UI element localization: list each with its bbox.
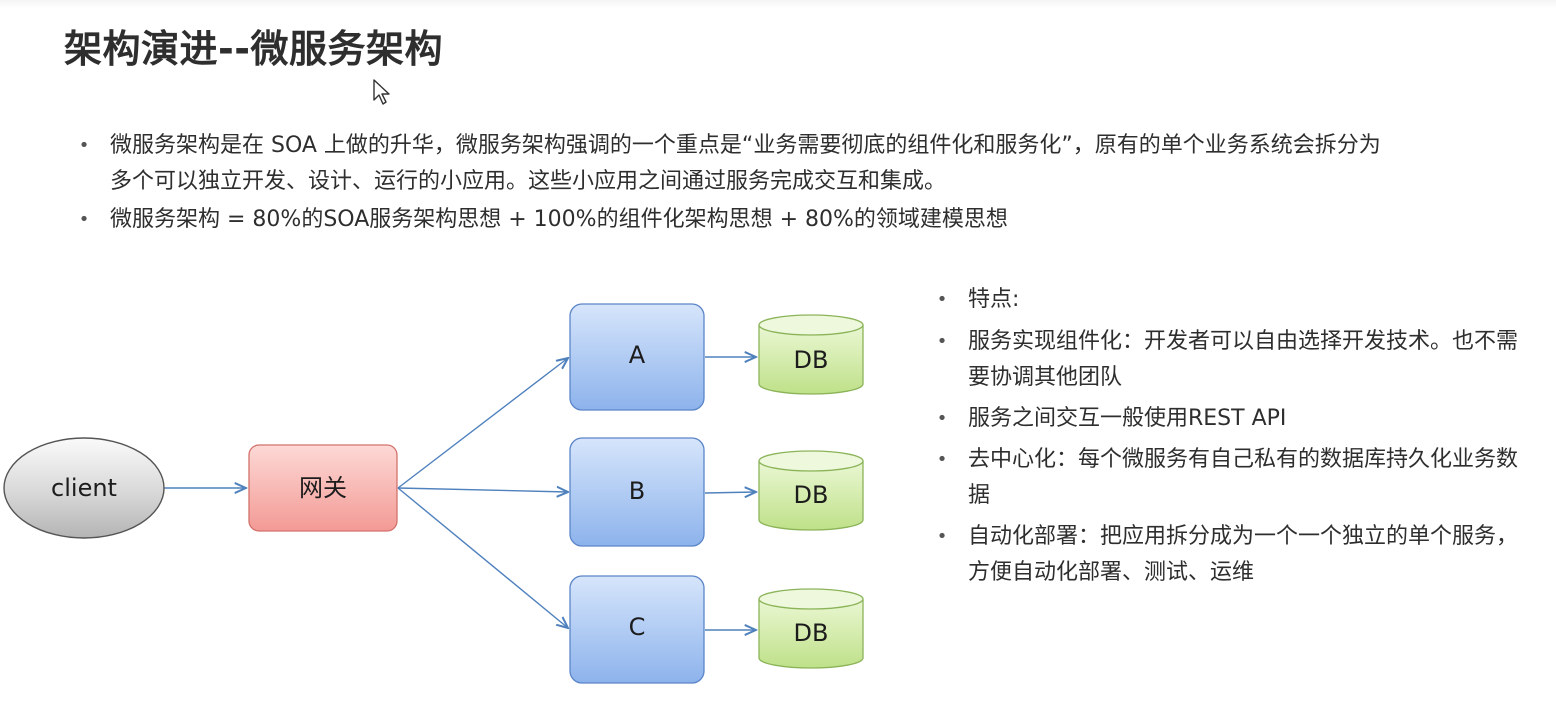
bullet-dot-icon: • [936,289,948,310]
features-heading: • 特点: [934,282,1534,318]
feature-item-text: 服务之间交互一般使用REST API [968,406,1287,431]
service-a-label: A [629,341,646,369]
feature-item: • 自动化部署：把应用拆分成为一个一个独立的单个服务，方便自动化部署、测试、运维 [934,519,1534,591]
bullet-dot-icon: • [936,449,948,470]
feature-item: • 服务实现组件化：开发者可以自由选择开发技术。也不需要协调其他团队 [934,324,1534,396]
bullet-dot-icon: • [936,331,948,352]
service-node-a: A [569,303,705,411]
service-node-b: B [569,437,705,547]
feature-item: • 服务之间交互一般使用REST API [934,401,1534,437]
client-label: client [51,474,117,502]
arrow-gateway-to-b [397,488,568,492]
page-title: 架构演进--微服务架构 [64,27,444,71]
intro-bullet: • 微服务架构是在 SOA 上做的升华，微服务架构强调的一个重点是“业务需要彻底… [76,128,1396,200]
feature-item: • 去中心化：每个微服务有自己私有的数据库持久化业务数据 [934,442,1534,514]
bullet-dot-icon: • [936,408,948,429]
bullet-dot-icon: • [78,135,90,156]
intro-bullet: • 微服务架构 = 80%的SOA服务架构思想 + 100%的组件化架构思想 +… [76,202,1396,238]
bullet-dot-icon: • [78,209,90,230]
arrow-gateway-to-a [397,358,568,489]
database-c: DB [758,588,864,669]
gateway-node: 网关 [248,444,398,532]
intro-bullet-text: 微服务架构是在 SOA 上做的升华，微服务架构强调的一个重点是“业务需要彻底的组… [110,133,1381,194]
database-a: DB [758,314,864,395]
feature-item-text: 自动化部署：把应用拆分成为一个一个独立的单个服务，方便自动化部署、测试、运维 [968,524,1519,585]
intro-bullet-text: 微服务架构 = 80%的SOA服务架构思想 + 100%的组件化架构思想 + 8… [110,207,1008,232]
features-bullet-list: • 特点: • 服务实现组件化：开发者可以自由选择开发技术。也不需要协调其他团队… [934,282,1534,596]
arrow-gateway-to-c [397,487,568,628]
database-label: DB [794,346,829,374]
database-b: DB [758,450,864,531]
feature-item-text: 去中心化：每个微服务有自己私有的数据库持久化业务数据 [968,447,1519,508]
arrow-b-to-db [704,492,756,493]
database-label: DB [794,619,829,647]
service-b-label: B [629,477,645,505]
service-node-c: C [569,575,705,684]
gateway-label: 网关 [299,474,347,502]
mouse-cursor-icon [373,79,390,105]
features-heading-text: 特点: [968,287,1020,312]
service-c-label: C [629,613,646,641]
connector-arrows [164,357,756,630]
feature-item-text: 服务实现组件化：开发者可以自由选择开发技术。也不需要协调其他团队 [968,329,1519,390]
database-label: DB [794,481,829,509]
architecture-diagram: client 网关 A B C DB DB [3,303,864,684]
client-node: client [3,437,165,539]
intro-bullet-list: • 微服务架构是在 SOA 上做的升华，微服务架构强调的一个重点是“业务需要彻底… [76,128,1396,240]
bullet-dot-icon: • [936,526,948,547]
